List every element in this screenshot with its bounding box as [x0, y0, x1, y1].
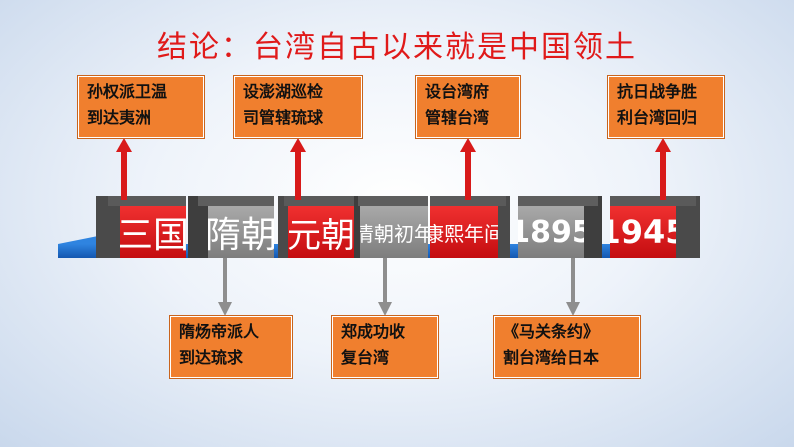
note-penghu: 设澎湖巡检 司管辖琉球 [234, 76, 362, 138]
note-zhengchenggong: 郑成功收 复台湾 [332, 316, 438, 378]
period-block-sanguo: 三国 [96, 196, 186, 258]
note-suiyangdi: 隋炀帝派人 到达琉求 [170, 316, 292, 378]
period-block-yuan: 元朝 [278, 196, 354, 258]
note-line: 复台湾 [341, 348, 390, 367]
arrow-up-icon [460, 138, 476, 200]
note-line: 到达琉求 [179, 348, 244, 367]
note-line: 设澎湖巡检 [243, 82, 324, 101]
page-title: 结论：台湾自古以来就是中国领土 [157, 30, 637, 65]
arrow-up-icon [655, 138, 671, 200]
note-line: 利台湾回归 [617, 108, 698, 127]
note-taiwanfu: 设台湾府 管辖台湾 [416, 76, 520, 138]
period-block-sui: 隋朝 [188, 196, 274, 258]
period-label: 隋朝 [208, 206, 274, 258]
period-block-qing: 清朝初年 [354, 196, 428, 258]
period-label: 康熙年间 [430, 206, 498, 258]
note-line: 《马关条约》 [503, 322, 600, 341]
period-label: 元朝 [288, 206, 354, 258]
note-maguan: 《马关条约》 割台湾给日本 [494, 316, 640, 378]
period-block-1895: 1895 [518, 196, 602, 258]
period-label: 1895 [518, 206, 584, 258]
period-block-kangxi: 康熙年间 [430, 196, 510, 258]
note-line: 割台湾给日本 [503, 348, 600, 367]
arrow-down-icon [378, 258, 392, 316]
arrow-up-icon [116, 138, 132, 200]
note-line: 管辖台湾 [425, 108, 490, 127]
note-victory: 抗日战争胜 利台湾回归 [608, 76, 724, 138]
period-label: 清朝初年 [360, 206, 428, 258]
note-line: 司管辖琉球 [243, 108, 324, 127]
note-line: 到达夷洲 [87, 108, 152, 127]
arrow-down-icon [566, 258, 580, 316]
arrow-down-icon [218, 258, 232, 316]
note-line: 孙权派卫温 [87, 82, 168, 101]
note-line: 抗日战争胜 [617, 82, 698, 101]
note-line: 设台湾府 [425, 82, 490, 101]
note-line: 郑成功收 [341, 322, 406, 341]
period-label: 1945 [610, 206, 676, 258]
timeline-arrow-tip [58, 236, 98, 244]
period-label: 三国 [120, 206, 186, 258]
period-block-1945: 1945 [610, 196, 700, 258]
note-line: 隋炀帝派人 [179, 322, 260, 341]
note-sunquan: 孙权派卫温 到达夷洲 [78, 76, 204, 138]
arrow-up-icon [290, 138, 306, 200]
